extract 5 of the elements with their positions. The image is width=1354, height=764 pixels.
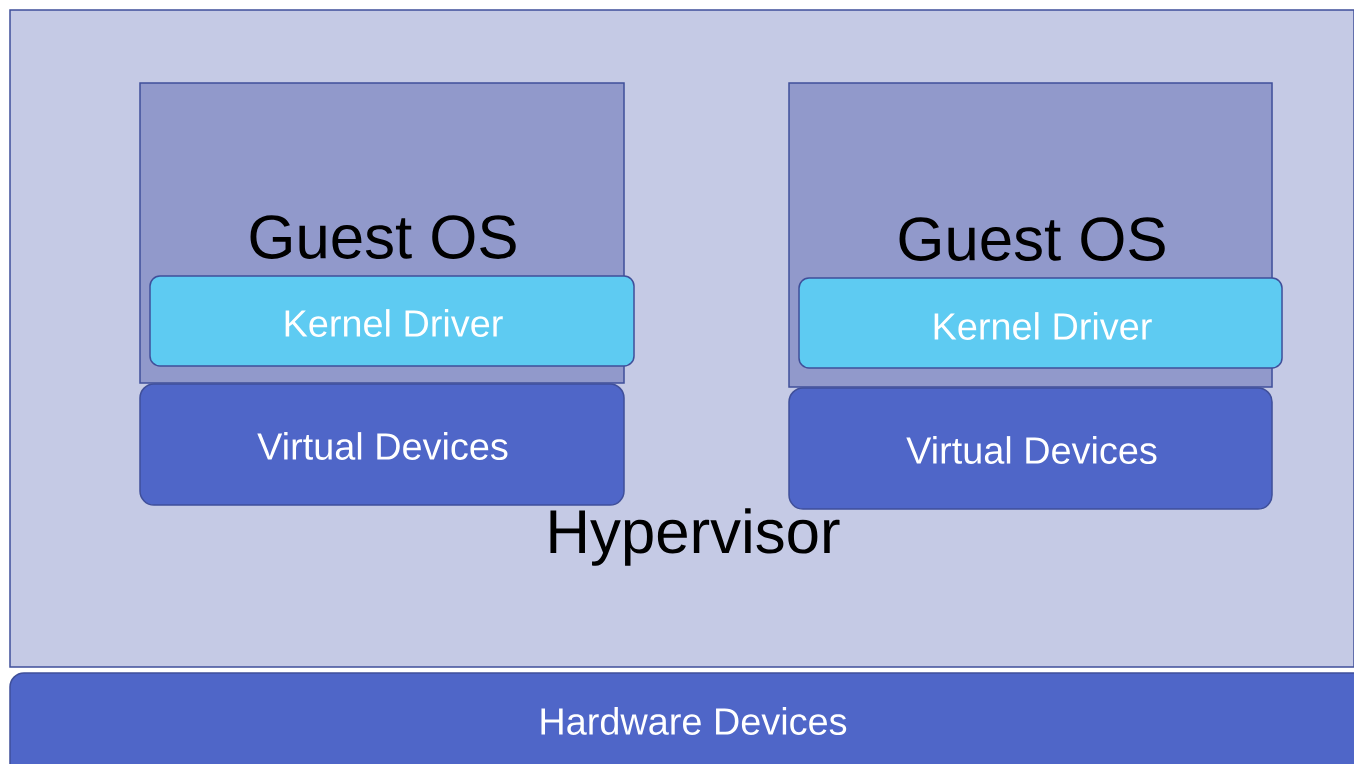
virtual-devices-box: Virtual Devices [788, 387, 1273, 510]
kernel-driver-box: Kernel Driver [798, 277, 1283, 369]
virtual-devices-box: Virtual Devices [139, 383, 625, 506]
kernel-driver-box: Kernel Driver [149, 275, 635, 367]
hardware-devices-bar: Hardware Devices [9, 672, 1354, 764]
